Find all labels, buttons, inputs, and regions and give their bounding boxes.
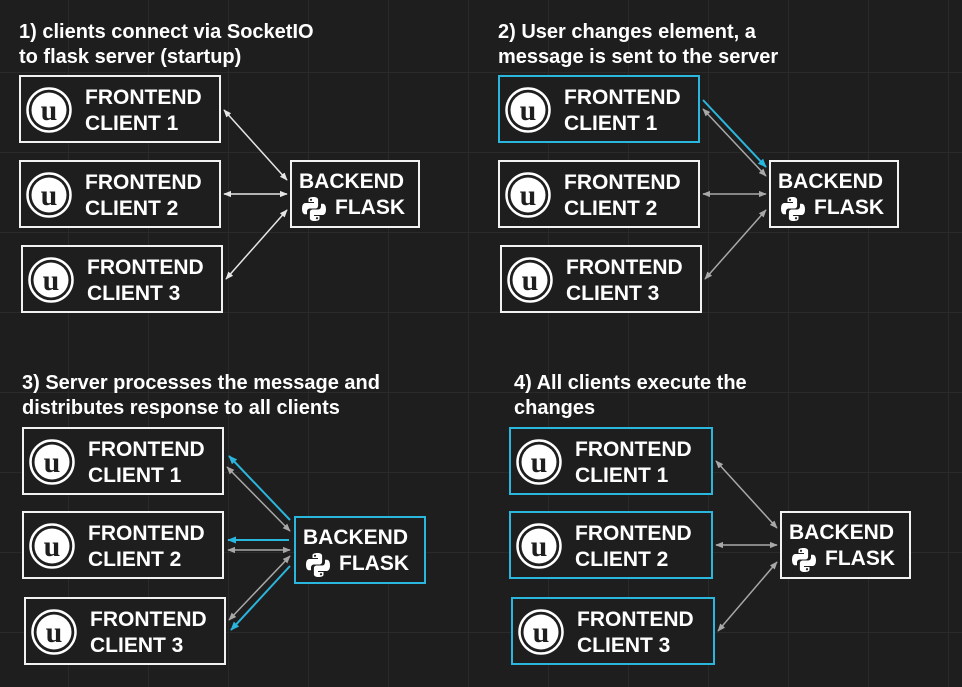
panel2-backend-flask: BACKEND FLASK (769, 160, 899, 228)
panel3-arrow-client3-backend (228, 555, 291, 621)
flask-label: FLASK (825, 547, 895, 570)
panel2-title: 2) User changes element, a message is se… (498, 21, 779, 68)
panel2-frontend-client-2: FRONTEND CLIENT 2 (498, 160, 700, 228)
flask-label: FLASK (814, 196, 884, 219)
panel3-backend-flask: BACKEND FLASK (294, 516, 426, 584)
client-label: FRONTEND CLIENT 3 (566, 256, 683, 305)
panel1-frontend-client-1: FRONTEND CLIENT 1 (19, 75, 221, 143)
panel2-arrow-client1-backend (702, 108, 767, 177)
client-label: FRONTEND CLIENT 1 (564, 86, 681, 135)
panel2-arrow-client3-backend (704, 209, 767, 280)
backend-label: BACKEND (789, 521, 894, 544)
panel3-arrow-backend-client1 (228, 455, 291, 521)
panel1-arrow-client1-backend (223, 109, 288, 181)
panel3-frontend-client-3: FRONTEND CLIENT 3 (24, 597, 226, 665)
panel4-arrow-client1-backend (715, 460, 778, 529)
panel1-title: 1) clients connect via SocketIO to flask… (19, 21, 314, 68)
client-label: FRONTEND CLIENT 2 (88, 522, 205, 571)
client-label: FRONTEND CLIENT 2 (85, 171, 202, 220)
panel4-frontend-client-1: FRONTEND CLIENT 1 (509, 427, 713, 495)
panel1-backend-flask: BACKEND FLASK (290, 160, 420, 228)
panel4-title: 4) All clients execute the changes (514, 372, 747, 419)
client-label: FRONTEND CLIENT 3 (577, 608, 694, 657)
panel4-arrow-client3-backend (717, 561, 778, 632)
panel2-frontend-client-3: FRONTEND CLIENT 3 (500, 245, 702, 313)
panel4-backend-flask: BACKEND FLASK (780, 511, 911, 579)
client-label: FRONTEND CLIENT 3 (87, 256, 204, 305)
panel1-frontend-client-3: FRONTEND CLIENT 3 (21, 245, 223, 313)
panel3-arrow-backend-client3 (230, 565, 291, 631)
panel1-arrow-client3-backend (225, 209, 288, 280)
panel3-title: 3) Server processes the message and dist… (22, 372, 380, 419)
panel3-frontend-client-2: FRONTEND CLIENT 2 (22, 511, 224, 579)
backend-label: BACKEND (299, 170, 404, 193)
client-label: FRONTEND CLIENT 1 (85, 86, 202, 135)
panel4-frontend-client-3: FRONTEND CLIENT 3 (511, 597, 715, 665)
client-label: FRONTEND CLIENT 1 (88, 438, 205, 487)
flask-label: FLASK (335, 196, 405, 219)
panel2-arrow-client1-send (702, 99, 767, 168)
panel4-frontend-client-2: FRONTEND CLIENT 2 (509, 511, 713, 579)
client-label: FRONTEND CLIENT 2 (564, 171, 681, 220)
client-label: FRONTEND CLIENT 1 (575, 438, 692, 487)
panel3-arrow-client1-backend (226, 466, 291, 532)
client-label: FRONTEND CLIENT 3 (90, 608, 207, 657)
flask-label: FLASK (339, 552, 409, 575)
client-label: FRONTEND CLIENT 2 (575, 522, 692, 571)
panel3-frontend-client-1: FRONTEND CLIENT 1 (22, 427, 224, 495)
backend-label: BACKEND (303, 526, 408, 549)
panel1-frontend-client-2: FRONTEND CLIENT 2 (19, 160, 221, 228)
backend-label: BACKEND (778, 170, 883, 193)
panel2-frontend-client-1: FRONTEND CLIENT 1 (498, 75, 700, 143)
